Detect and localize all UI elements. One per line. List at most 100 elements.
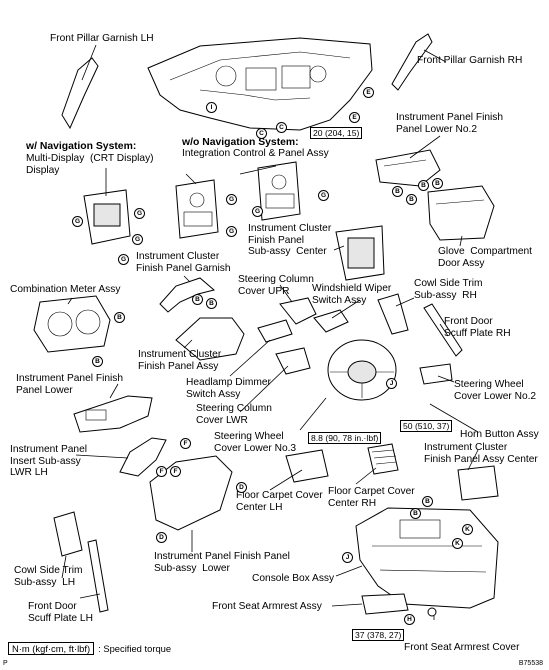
clip-marker-g: G bbox=[226, 194, 237, 205]
label-steering-column-upr: Steering Column Cover UPR bbox=[238, 274, 314, 297]
clip-marker-j: J bbox=[342, 552, 353, 563]
label-steering-column-lwr: Steering Column Cover LWR bbox=[196, 403, 272, 426]
label-console-box: Console Box Assy bbox=[252, 573, 335, 584]
label-horn-button: Horn Button Assy bbox=[460, 429, 539, 440]
front-door-scuff-lh-part bbox=[87, 539, 109, 613]
clip-marker-d: D bbox=[156, 532, 167, 543]
clip-marker-d: D bbox=[236, 482, 247, 493]
clip-marker-b: B bbox=[422, 496, 433, 507]
front-seat-armrest-cover-part bbox=[427, 607, 437, 617]
label-cowl-side-rh: Cowl Side Trim Sub-assy RH bbox=[414, 278, 483, 301]
label-ip-finish-sub-lower: Instrument Panel Finish Panel Sub-assy L… bbox=[154, 551, 290, 574]
label-nav-header: w/ Navigation System: bbox=[26, 141, 137, 152]
clip-marker-g: G bbox=[118, 254, 129, 265]
steering-column-lwr-part bbox=[275, 347, 311, 375]
label-floor-carpet-rh: Floor Carpet Cover Center RH bbox=[328, 486, 415, 509]
clip-marker-b: B bbox=[206, 298, 217, 309]
label-front-seat-armrest-cover: Front Seat Armrest Cover bbox=[404, 642, 520, 653]
legend-unit-box: N·m (kgf·cm, ft·lbf) bbox=[8, 642, 95, 655]
clip-marker-g: G bbox=[318, 190, 329, 201]
wiper-switch-part bbox=[313, 309, 349, 333]
clip-marker-g: G bbox=[134, 208, 145, 219]
instrument-panel-body bbox=[147, 37, 373, 131]
floor-carpet-lh-part bbox=[285, 449, 329, 483]
clip-marker-c: C bbox=[256, 128, 267, 139]
headlamp-switch-part bbox=[257, 319, 293, 343]
label-no-nav-header: w/o Navigation System: bbox=[182, 137, 299, 148]
label-front-pillar-garnish-rh: Front Pillar Garnish RH bbox=[417, 55, 523, 66]
cluster-finish-panel-part bbox=[175, 317, 245, 361]
clip-marker-g: G bbox=[252, 206, 263, 217]
clip-marker-b: B bbox=[114, 312, 125, 323]
clip-marker-f: F bbox=[156, 466, 167, 477]
clip-marker-e: E bbox=[363, 87, 374, 98]
floor-carpet-rh-part bbox=[367, 443, 399, 475]
torque-spec-1: 20 (204, 15) bbox=[310, 127, 363, 139]
clip-marker-e: E bbox=[349, 112, 360, 123]
label-glove-box: Glove Compartment Door Assy bbox=[438, 246, 532, 269]
integration-control-part-2 bbox=[257, 161, 301, 221]
front-pillar-garnish-rh-part bbox=[391, 33, 433, 91]
clip-marker-b: B bbox=[418, 180, 429, 191]
label-headlamp-switch: Headlamp Dimmer Switch Assy bbox=[186, 377, 271, 400]
ip-finish-lower-part bbox=[73, 395, 153, 433]
label-cluster-finish-center: Instrument Cluster Finish Panel Sub-assy… bbox=[248, 223, 332, 257]
integration-control-part-1 bbox=[175, 179, 219, 239]
label-ip-finish-lower-no2: Instrument Panel Finish Panel Lower No.2 bbox=[396, 112, 504, 135]
torque-legend: N·m (kgf·cm, ft·lbf): Specified torque bbox=[8, 642, 172, 655]
clip-marker-b: B bbox=[92, 356, 103, 367]
console-box-part bbox=[355, 507, 499, 609]
label-multi-display: Multi-Display (CRT Display) Display bbox=[26, 153, 154, 176]
label-steering-wheel-cover-no2: Steering Wheel Cover Lower No.2 bbox=[454, 379, 537, 402]
legend-text: : Specified torque bbox=[98, 643, 172, 654]
clip-marker-b: B bbox=[192, 294, 203, 305]
label-combination-meter: Combination Meter Assy bbox=[10, 284, 121, 295]
front-pillar-garnish-lh-part bbox=[61, 57, 99, 130]
label-steering-wheel-cover-no3: Steering Wheel Cover Lower No.3 bbox=[214, 431, 297, 454]
ip-insert-lwr-lh-part bbox=[119, 437, 167, 477]
label-front-seat-armrest: Front Seat Armrest Assy bbox=[212, 601, 322, 612]
torque-spec-4: 37 (378, 27) bbox=[352, 629, 405, 641]
clip-marker-g: G bbox=[226, 226, 237, 237]
clip-marker-g: G bbox=[72, 216, 83, 227]
label-cluster-finish-assy-center: Instrument Cluster Finish Panel Assy Cen… bbox=[424, 442, 538, 465]
clip-marker-k: K bbox=[452, 538, 463, 549]
clip-marker-f: F bbox=[170, 466, 181, 477]
label-front-pillar-garnish-lh: Front Pillar Garnish LH bbox=[50, 33, 154, 44]
clip-marker-g: G bbox=[132, 234, 143, 245]
label-wiper-switch: Windshield Wiper Switch Assy bbox=[312, 283, 392, 306]
steering-wheel-cover-no2-part bbox=[419, 363, 453, 385]
steering-column-upr-part bbox=[279, 297, 317, 325]
clip-marker-c: C bbox=[276, 122, 287, 133]
clip-marker-k: K bbox=[462, 524, 473, 535]
clip-marker-b: B bbox=[392, 186, 403, 197]
clip-marker-j: J bbox=[386, 378, 397, 389]
clip-marker-h: H bbox=[404, 614, 415, 625]
clip-marker-b: B bbox=[406, 194, 417, 205]
clip-marker-f: F bbox=[180, 438, 191, 449]
label-integration-control: Integration Control & Panel Assy bbox=[182, 148, 329, 159]
label-ip-insert-lwr-lh: Instrument Panel Insert Sub-assy LWR LH bbox=[10, 444, 88, 478]
front-door-scuff-rh-part bbox=[423, 303, 463, 357]
label-front-door-scuff-rh: Front Door Scuff Plate RH bbox=[444, 316, 511, 339]
label-front-door-scuff-lh: Front Door Scuff Plate LH bbox=[28, 601, 93, 624]
label-floor-carpet-lh: Floor Carpet Cover Center LH bbox=[236, 490, 323, 513]
torque-spec-2: 8.8 (90, 78 in.·lbf) bbox=[308, 432, 382, 444]
cluster-finish-garnish-part bbox=[159, 277, 216, 313]
clip-marker-b: B bbox=[410, 508, 421, 519]
clip-marker-b: B bbox=[432, 178, 443, 189]
cowl-side-lh-part bbox=[53, 511, 83, 557]
figure-code: B75538 bbox=[518, 660, 543, 667]
label-ip-finish-lower: Instrument Panel Finish Panel Lower bbox=[16, 373, 124, 396]
glove-box-part bbox=[427, 185, 495, 241]
ip-finish-lower-no2-part bbox=[375, 149, 441, 187]
torque-spec-3: 50 (510, 37) bbox=[400, 420, 453, 432]
label-cluster-finish-panel: Instrument Cluster Finish Panel Assy bbox=[138, 349, 222, 372]
clip-marker-i: I bbox=[206, 102, 217, 113]
cluster-finish-assy-center-part bbox=[457, 465, 499, 501]
label-cluster-finish-garnish: Instrument Cluster Finish Panel Garnish bbox=[136, 251, 231, 274]
label-cowl-side-lh: Cowl Side Trim Sub-assy LH bbox=[14, 565, 83, 588]
page-mark: P bbox=[3, 660, 8, 667]
